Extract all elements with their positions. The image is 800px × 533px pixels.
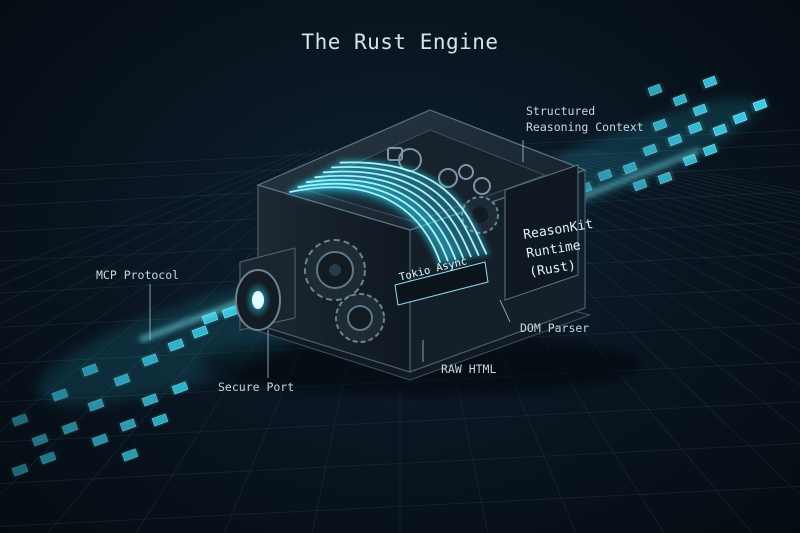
data-block xyxy=(90,432,110,448)
data-block xyxy=(650,117,670,133)
label-raw-html: RAW HTML xyxy=(441,362,497,376)
page-title: The Rust Engine xyxy=(301,30,499,54)
data-block xyxy=(690,102,710,118)
data-block xyxy=(750,97,770,113)
gear-icon xyxy=(304,239,366,301)
data-block xyxy=(670,92,690,108)
data-block xyxy=(80,362,100,378)
data-block xyxy=(30,432,50,448)
data-block xyxy=(700,74,720,90)
data-block xyxy=(10,412,30,428)
data-block xyxy=(50,387,70,403)
runtime-label: ReasonKit Runtime (Rust) xyxy=(522,215,601,282)
data-block xyxy=(640,142,660,158)
label-secure-port: Secure Port xyxy=(218,380,295,394)
label-dom-parser: DOM Parser xyxy=(520,321,590,335)
data-block xyxy=(112,372,132,388)
data-block xyxy=(10,462,30,478)
data-block xyxy=(120,447,140,463)
data-block xyxy=(38,450,58,466)
data-block xyxy=(595,167,615,183)
data-block xyxy=(685,120,705,136)
data-block xyxy=(150,412,170,428)
light-fiber-bundle xyxy=(287,160,489,268)
data-block xyxy=(140,392,160,408)
data-block xyxy=(645,82,665,98)
leader-lines xyxy=(149,140,524,378)
data-block xyxy=(700,142,720,158)
gear-icon xyxy=(335,293,385,343)
data-block xyxy=(655,170,675,186)
label-structured-context-line2: Reasoning Context xyxy=(526,120,644,134)
label-mcp-protocol: MCP Protocol xyxy=(96,268,180,282)
data-block xyxy=(190,324,210,340)
data-block xyxy=(665,132,685,148)
label-structured-context-line1: Structured xyxy=(526,104,596,118)
data-block xyxy=(140,352,160,368)
data-block xyxy=(118,417,138,433)
data-block xyxy=(620,160,640,176)
secure-port xyxy=(235,247,296,331)
data-block xyxy=(730,110,750,126)
rust-engine-block xyxy=(200,109,640,395)
data-block xyxy=(166,337,186,353)
data-block xyxy=(170,380,190,396)
data-block xyxy=(86,397,106,413)
data-block xyxy=(710,122,730,138)
data-block xyxy=(60,420,80,436)
data-block xyxy=(630,177,650,193)
